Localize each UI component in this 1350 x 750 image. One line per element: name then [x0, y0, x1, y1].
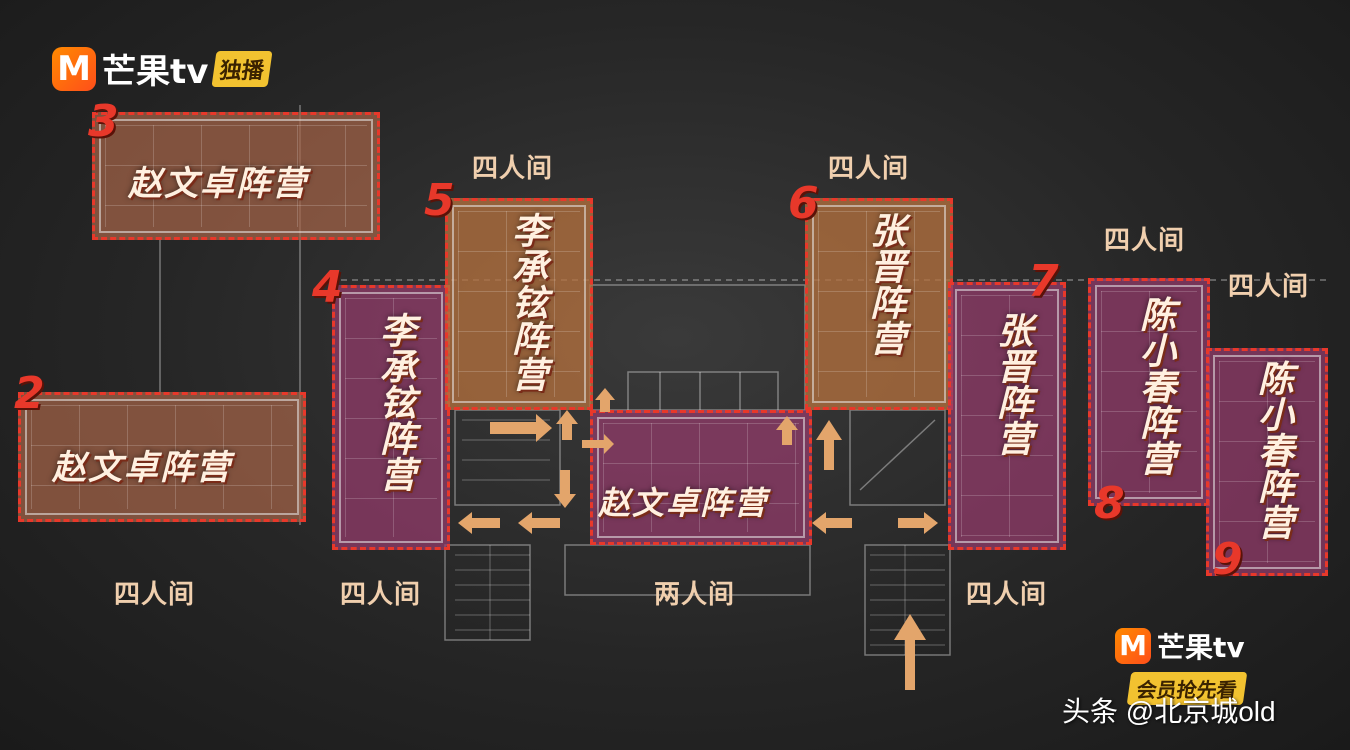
arrow-left-icon — [458, 512, 500, 534]
room-2-type-caption: 四人间 — [114, 580, 196, 610]
mango-logo-icon: M — [52, 46, 96, 91]
room-5 — [445, 198, 593, 410]
arrow-left-icon — [518, 512, 560, 534]
room-4 — [332, 285, 450, 550]
room-8 — [1088, 278, 1210, 506]
arrow-up-icon — [776, 416, 798, 445]
room-1 — [590, 410, 812, 545]
room-6-number: 6 — [788, 178, 819, 229]
brand-name: 芒果tv — [102, 52, 209, 92]
arrow-up-icon — [556, 410, 578, 440]
toutiao-watermark: 头条 @北京城old — [1062, 696, 1276, 727]
room-7-camp-label: 张晋阵营 — [991, 312, 1032, 456]
room-9-type-caption: 四人间 — [1228, 272, 1310, 302]
room-5-layout — [458, 211, 580, 397]
arrow-down-icon — [554, 470, 576, 508]
room-4-camp-label: 李承铉阵营 — [374, 312, 415, 492]
room-8-layout — [1101, 291, 1197, 493]
arrow-up-icon — [894, 614, 926, 690]
room-9-camp-label: 陈小春阵营 — [1252, 360, 1293, 540]
room-5-number: 5 — [424, 175, 455, 226]
room-8-type-caption: 四人间 — [1104, 226, 1186, 256]
room-7 — [948, 282, 1066, 550]
room-1-layout — [603, 423, 799, 532]
room-1-type-caption: 两人间 — [654, 580, 736, 610]
room-3 — [92, 112, 380, 240]
room-3-layout — [105, 125, 367, 227]
room-4-layout — [345, 298, 437, 537]
room-8-camp-label: 陈小春阵营 — [1134, 296, 1175, 476]
room-7-layout — [961, 295, 1053, 537]
room-6-layout — [818, 211, 940, 397]
mango-logo-icon: M — [1115, 628, 1151, 664]
room-7-number: 7 — [1028, 256, 1059, 307]
arrow-up-icon — [595, 388, 615, 412]
room-3-number: 3 — [88, 96, 119, 147]
room-2-camp-label: 赵文卓阵营 — [52, 448, 232, 488]
room-4-type-caption: 四人间 — [340, 580, 422, 610]
mango-tv-logo: M 芒果tv 独播 — [52, 44, 273, 93]
room-4-number: 4 — [312, 262, 343, 313]
arrow-up-icon — [816, 420, 842, 470]
room-2 — [18, 392, 306, 522]
room-2-layout — [31, 405, 293, 509]
arrow-right-icon — [898, 512, 938, 534]
room-5-type-caption: 四人间 — [472, 154, 554, 184]
arrow-right-icon — [490, 414, 552, 442]
room-9-layout — [1219, 361, 1315, 563]
room-8-number: 8 — [1094, 478, 1125, 529]
room-2-number: 2 — [14, 368, 45, 419]
arrow-right-icon — [582, 434, 614, 454]
room-9-number: 9 — [1212, 534, 1243, 585]
room-3-camp-label: 赵文卓阵营 — [128, 164, 308, 204]
mango-tv-member-logo: M 芒果tv 会员抢先看 — [1115, 626, 1248, 705]
room-6-camp-label: 张晋阵营 — [864, 212, 905, 356]
room-6-type-caption: 四人间 — [828, 154, 910, 184]
room-5-camp-label: 李承铉阵营 — [506, 212, 547, 392]
room-9 — [1206, 348, 1328, 576]
brand-name: 芒果tv — [1157, 631, 1245, 664]
room-1-camp-label: 赵文卓阵营 — [598, 484, 769, 522]
room-7-type-caption: 四人间 — [966, 580, 1048, 610]
arrow-left-icon — [812, 512, 852, 534]
